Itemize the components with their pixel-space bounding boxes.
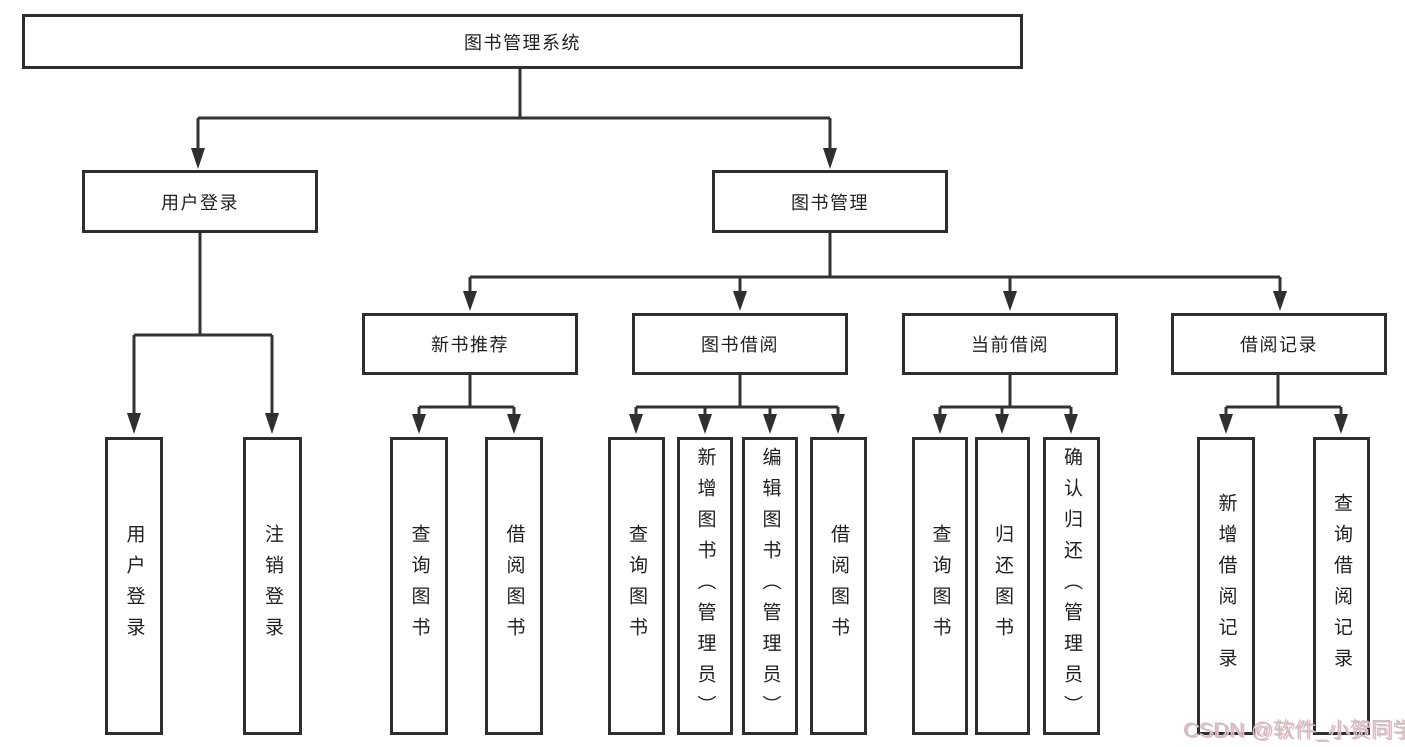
- leaf-records-query-record-label: 查询借阅记录: [1331, 493, 1352, 679]
- node-book-borrowing-label: 图书借阅: [701, 335, 779, 355]
- node-current-borrowing-label: 当前借阅: [971, 335, 1049, 355]
- leaf-borrowing-query-books-label: 查询图书: [626, 524, 647, 648]
- node-new-book-recommend-label: 新书推荐: [431, 335, 509, 355]
- leaf-current-return-books-label: 归还图书: [992, 524, 1013, 648]
- leaf-newbooks-query-books-label: 查询图书: [408, 524, 430, 648]
- leaf-newbooks-query-books: 查询图书: [390, 437, 448, 735]
- leaf-current-return-books: 归还图书: [975, 437, 1030, 735]
- node-user-login-label: 用户登录: [161, 192, 239, 213]
- leaf-logout: 注销登录: [243, 437, 302, 735]
- node-book-borrowing: 图书借阅: [632, 313, 848, 375]
- node-borrowing-records: 借阅记录: [1171, 313, 1387, 375]
- leaf-borrowing-add-books-admin: 新增图书（管理员）: [677, 437, 733, 735]
- leaf-logout-label: 注销登录: [262, 524, 283, 648]
- node-new-book-recommend: 新书推荐: [362, 313, 578, 375]
- leaf-borrowing-query-books: 查询图书: [608, 437, 665, 735]
- node-current-borrowing: 当前借阅: [902, 313, 1118, 375]
- node-root-system: 图书管理系统: [22, 14, 1023, 69]
- leaf-records-query-record: 查询借阅记录: [1313, 437, 1370, 735]
- node-book-management: 图书管理: [712, 170, 948, 233]
- leaf-current-confirm-return-admin: 确认归还（管理员）: [1043, 437, 1100, 735]
- node-book-management-label: 图书管理: [791, 192, 869, 213]
- leaf-borrowing-edit-books-admin: 编辑图书（管理员）: [742, 437, 798, 735]
- leaf-records-add-record-label: 新增借阅记录: [1215, 493, 1237, 679]
- leaf-borrowing-borrow-books-label: 借阅图书: [828, 524, 849, 648]
- leaf-newbooks-borrow-books: 借阅图书: [485, 437, 543, 735]
- leaf-records-add-record: 新增借阅记录: [1197, 437, 1255, 735]
- leaf-borrowing-borrow-books: 借阅图书: [810, 437, 867, 735]
- leaf-newbooks-borrow-books-label: 借阅图书: [503, 524, 525, 648]
- node-root-label: 图书管理系统: [464, 32, 581, 53]
- leaf-borrowing-add-books-admin-label: 新增图书（管理员）: [694, 446, 716, 726]
- leaf-user-login-label: 用户登录: [123, 524, 145, 648]
- node-borrowing-records-label: 借阅记录: [1240, 335, 1318, 355]
- leaf-current-query-books: 查询图书: [912, 437, 968, 735]
- csdn-watermark: CSDN @软件_小贺同学: [1183, 719, 1405, 742]
- node-user-login: 用户登录: [82, 170, 318, 233]
- leaf-current-query-books-label: 查询图书: [929, 524, 951, 648]
- leaf-current-confirm-return-admin-label: 确认归还（管理员）: [1061, 446, 1082, 726]
- leaf-borrowing-edit-books-admin-label: 编辑图书（管理员）: [759, 446, 781, 726]
- leaf-user-login: 用户登录: [105, 437, 163, 735]
